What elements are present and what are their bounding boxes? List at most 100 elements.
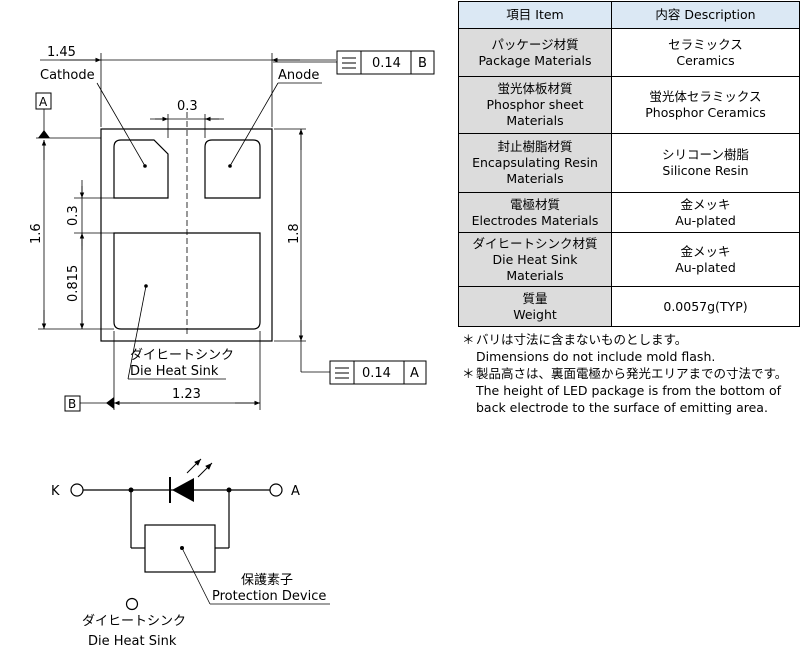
spec-value-text: シリコーン樹脂 (662, 147, 749, 162)
datum-a-box (35, 92, 52, 110)
spec-label-text: 封止樹脂材質 (497, 139, 573, 154)
spec-value-text: Au-plated (675, 212, 736, 228)
note-item: ＊ バリは寸法に含まないものとします。 Dimensions do not in… (460, 331, 810, 365)
dim-1.8-label: 1.8 (287, 223, 302, 244)
dim-gap-label: 0.3 (177, 99, 198, 114)
datum-b-triangle (106, 397, 114, 409)
sink-leader (127, 285, 147, 380)
spec-value-text: 金メッキ (680, 196, 731, 212)
spec-value-text: Au-plated (675, 259, 736, 275)
anode-label: Anode (278, 68, 319, 83)
cathode-label: Cathode (40, 68, 95, 83)
heat-sink-pad (113, 232, 261, 330)
spec-label-text: Weight (513, 306, 557, 322)
circuit-sink-en: Die Heat Sink (88, 634, 177, 649)
dim-1.6-label: 1.6 (29, 223, 44, 244)
protection-device (144, 524, 216, 573)
spec-label-text: パッケージ材質 (491, 36, 579, 52)
flatness-top-icon (342, 57, 356, 69)
spec-value-text: 金メッキ (680, 243, 731, 259)
dim-vgap-label: 0.3 (66, 205, 81, 226)
spec-value-text: 蛍光体セラミックス (649, 89, 762, 104)
spec-label-text: 蛍光体板材質 (497, 81, 573, 96)
spec-label-text: Electrodes Materials (471, 212, 599, 228)
note-text-en-2: back electrode to the surface of emittin… (476, 400, 768, 415)
circuit-sink-jp: ダイヒートシンク (82, 614, 186, 629)
cathode-pad (113, 139, 169, 199)
spec-value-text: 0.0057g(TYP) (663, 298, 748, 314)
led-emission-arrow-1 (186, 458, 202, 474)
flatness-top-value: 0.14 (372, 56, 401, 71)
flatness-bottom-datum: A (410, 366, 419, 381)
spec-label-text: Materials (506, 113, 564, 128)
datum-a-label: A (39, 95, 48, 109)
sink-label-en: Die Heat Sink (130, 364, 219, 379)
spec-table-header: 項目 Item 内容 Description (458, 1, 800, 29)
note-text-jp: バリは寸法に含まないものとします。 (476, 332, 688, 347)
datum-b-box (64, 395, 81, 412)
datum-b-label: B (68, 397, 76, 411)
circuit-a-label: A (291, 484, 300, 499)
spec-label-text: Materials (506, 267, 564, 283)
terminal-a (269, 483, 283, 497)
sink-terminal (125, 597, 139, 611)
spec-label-text: ダイヒートシンク材質 (472, 235, 598, 251)
sink-label-jp: ダイヒートシンク (130, 348, 234, 363)
protection-leader (181, 547, 211, 605)
spec-label-text: 質量 (522, 290, 548, 306)
flatness-bottom-icon (335, 367, 349, 379)
spec-value-text: Phosphor Ceramics (645, 105, 766, 120)
note-item: ＊ 製品高さは、裏面電極から発光エリアまでの寸法です。 The height o… (460, 365, 810, 416)
note-mark: ＊ (462, 332, 475, 347)
dim-1.45-label: 1.45 (47, 45, 76, 60)
flatness-top-datum: B (418, 56, 427, 71)
spec-label-text: Die Heat Sink (492, 251, 578, 267)
notes: ＊ バリは寸法に含まないものとします。 Dimensions do not in… (460, 331, 810, 416)
led-emission-arrow-2 (197, 462, 213, 478)
terminal-k (70, 483, 84, 497)
protection-label-en: Protection Device (212, 589, 326, 604)
note-mark: ＊ (462, 366, 475, 381)
dim-0.815-label: 0.815 (66, 265, 81, 302)
note-text-en: Dimensions do not include mold flash. (476, 349, 716, 364)
spec-label-text: 電極材質 (509, 196, 560, 212)
flatness-bottom-value: 0.14 (362, 366, 391, 381)
package-body (100, 128, 273, 342)
spec-value-text: Ceramics (676, 52, 735, 68)
header-item: 項目 Item (458, 1, 612, 29)
cathode-leader (96, 82, 146, 167)
anode-pad (204, 139, 261, 199)
note-text-en: The height of LED package is from the bo… (476, 383, 782, 398)
spec-label-text: Materials (506, 171, 564, 186)
header-description: 内容 Description (611, 1, 800, 29)
datum-a-triangle (38, 130, 50, 138)
spec-value-text: Silicone Resin (662, 163, 749, 178)
spec-label-text: Encapsulating Resin (472, 155, 598, 170)
circuit-k-label: K (51, 484, 60, 499)
spec-label-text: Phosphor sheet (486, 97, 584, 112)
led-diode-icon (172, 478, 194, 502)
note-text-jp: 製品高さは、裏面電極から発光エリアまでの寸法です。 (476, 366, 788, 381)
spec-label-text: Package Materials (478, 52, 592, 68)
anode-leader (229, 82, 279, 167)
spec-value-text: セラミックス (668, 36, 743, 52)
